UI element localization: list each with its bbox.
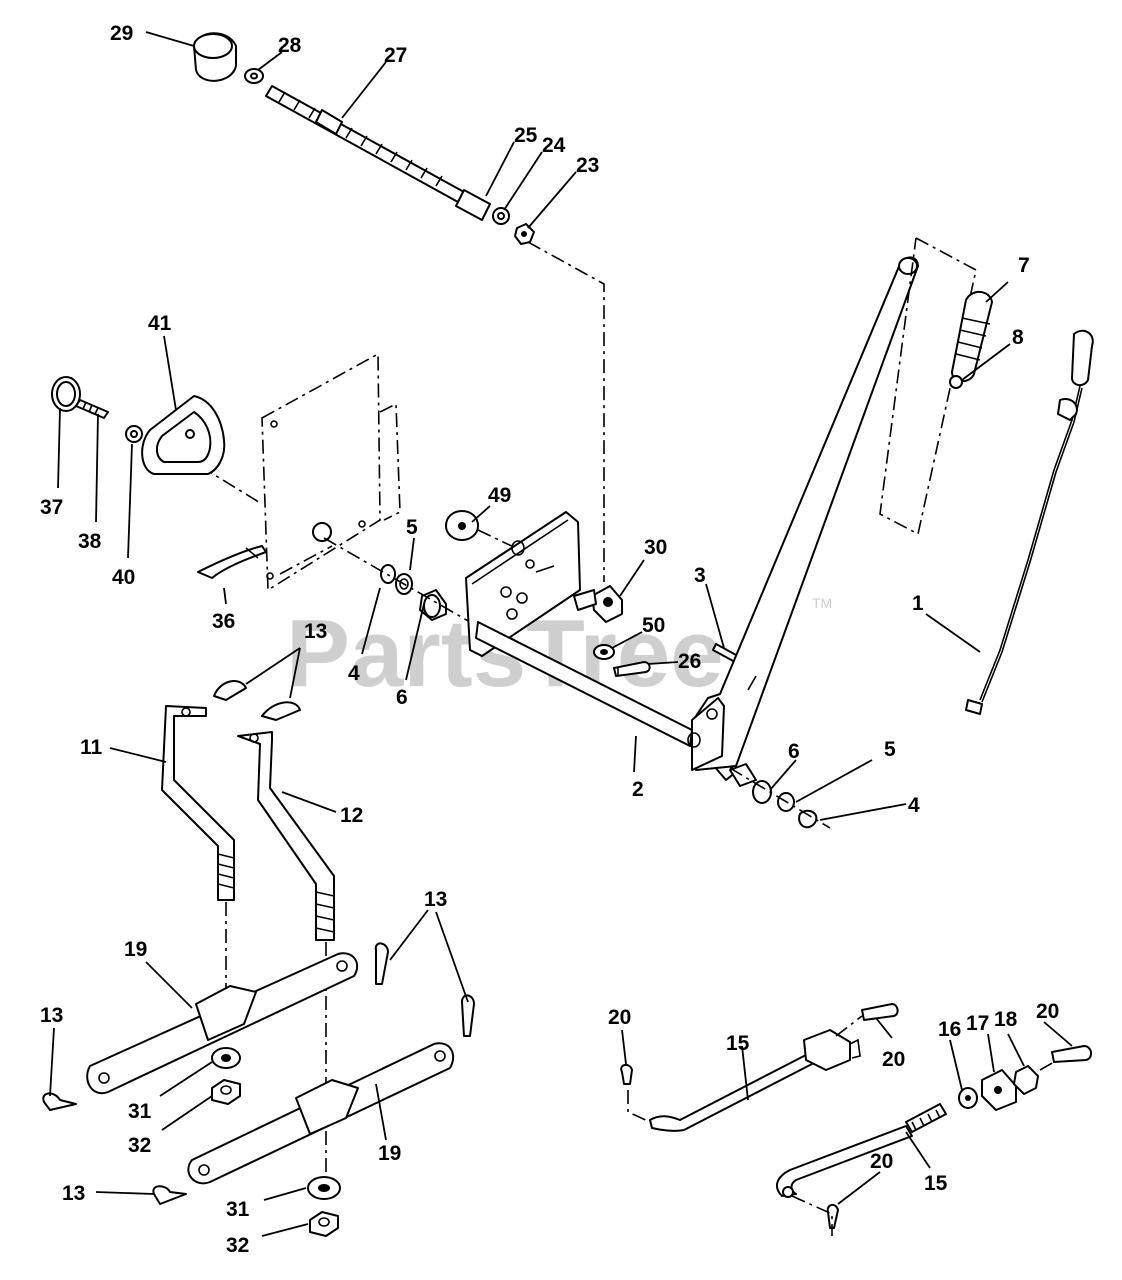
callout-15-upper: 15	[726, 1032, 750, 1055]
callout-13-right: 13	[424, 888, 447, 911]
plate-assembly	[465, 511, 581, 657]
lift-arm-part-19-lower	[187, 1042, 455, 1185]
callout-13-left: 13	[40, 1004, 63, 1027]
callout-6-upper: 6	[396, 686, 408, 709]
callout-32-upper: 32	[128, 1134, 151, 1157]
cotter-pin-part-26	[613, 661, 651, 677]
callout-13-top: 13	[304, 620, 327, 643]
callout-7: 7	[1018, 254, 1030, 277]
callout-38: 38	[78, 530, 102, 553]
callout-40: 40	[112, 566, 135, 589]
lift-arm-part-19-upper	[86, 952, 359, 1095]
callout-4-upper: 4	[348, 662, 360, 685]
nut-part-23	[514, 223, 535, 245]
pin-part-8	[949, 375, 963, 389]
lift-link-part-11	[161, 705, 235, 901]
washer-part-40	[125, 425, 143, 443]
block-part-17	[981, 1069, 1017, 1111]
callout-20-left: 20	[608, 1006, 631, 1029]
callout-41: 41	[148, 312, 172, 335]
callout-5-upper: 5	[406, 516, 418, 539]
callout-8: 8	[1012, 326, 1024, 349]
lift-lever-arm	[687, 256, 919, 771]
callout-29: 29	[110, 22, 133, 45]
callout-16: 16	[938, 1018, 961, 1041]
leader-lines	[49, 31, 1073, 1237]
callout-13-bottom: 13	[62, 1182, 85, 1205]
callouts: 29 28 27 25 24 23 7 8 41 37 38 40 49 30 …	[40, 22, 1059, 1257]
adjusting-rod-part-27	[265, 85, 465, 203]
callout-3: 3	[694, 564, 706, 587]
washer-part-16	[958, 1087, 978, 1109]
rod-part-15-upper	[649, 1029, 861, 1132]
cable-part-1	[965, 329, 1094, 715]
callout-26: 26	[678, 650, 701, 673]
callout-31-upper: 31	[128, 1100, 152, 1123]
callout-31-lower: 31	[226, 1198, 250, 1221]
callout-23: 23	[576, 154, 599, 177]
callout-24: 24	[542, 134, 566, 157]
bracket-part-41	[141, 395, 226, 475]
callout-20-right: 20	[1036, 1000, 1059, 1023]
callout-28: 28	[278, 34, 302, 57]
callout-11: 11	[80, 736, 103, 759]
cotter-pins-part-20	[620, 1003, 1092, 1236]
rod-part-15-lower	[775, 1103, 947, 1198]
callout-30: 30	[644, 536, 667, 559]
callout-12: 12	[340, 804, 363, 827]
callout-20-mid: 20	[882, 1048, 905, 1071]
callout-27: 27	[384, 44, 407, 67]
washer-part-28	[244, 68, 264, 84]
bushing-stack-right	[713, 759, 831, 829]
callout-19-lower: 19	[378, 1142, 401, 1165]
callout-37: 37	[40, 496, 63, 519]
spacer-part-49	[445, 510, 521, 551]
lift-link-part-12	[237, 731, 335, 941]
nut-part-31-upper	[211, 1047, 241, 1069]
nut-part-18	[1013, 1065, 1039, 1095]
callout-2: 2	[632, 778, 644, 801]
spring-part-25	[455, 189, 491, 221]
callout-4-lower: 4	[908, 794, 920, 817]
nut-part-32-upper	[211, 1079, 241, 1105]
washer-part-24	[492, 207, 510, 225]
grip-part-7	[951, 291, 993, 383]
callout-20-bottom: 20	[870, 1150, 893, 1173]
nut-part-32-lower	[309, 1211, 339, 1237]
callout-18: 18	[994, 1008, 1018, 1031]
hairpin-clips-13-top	[213, 680, 301, 721]
rod-to-trunnion-centerline	[527, 241, 605, 582]
knob-part-29	[193, 32, 237, 82]
trunnion-part-30	[573, 585, 623, 623]
callout-6-lower: 6	[788, 740, 800, 763]
callout-32-lower: 32	[226, 1234, 249, 1257]
plate-outline	[199, 352, 401, 592]
callout-25: 25	[514, 124, 538, 147]
ring-part-37	[51, 376, 81, 412]
callout-17: 17	[966, 1012, 989, 1035]
callout-50: 50	[642, 614, 665, 637]
bolt-part-38	[75, 399, 109, 419]
callout-1: 1	[912, 592, 924, 615]
clip-part-36	[197, 545, 267, 579]
callout-15-lower: 15	[924, 1172, 948, 1195]
callout-19-upper: 19	[124, 938, 147, 961]
nut-part-31-lower	[307, 1176, 341, 1200]
hairpin-clips-13-lower	[42, 942, 475, 1205]
watermark-trademark: TM	[812, 595, 832, 611]
callout-5-lower: 5	[884, 738, 896, 761]
callout-49: 49	[488, 484, 511, 507]
callout-36: 36	[212, 610, 235, 633]
bushing-stack-left	[312, 522, 471, 623]
washer-part-50	[593, 644, 615, 660]
